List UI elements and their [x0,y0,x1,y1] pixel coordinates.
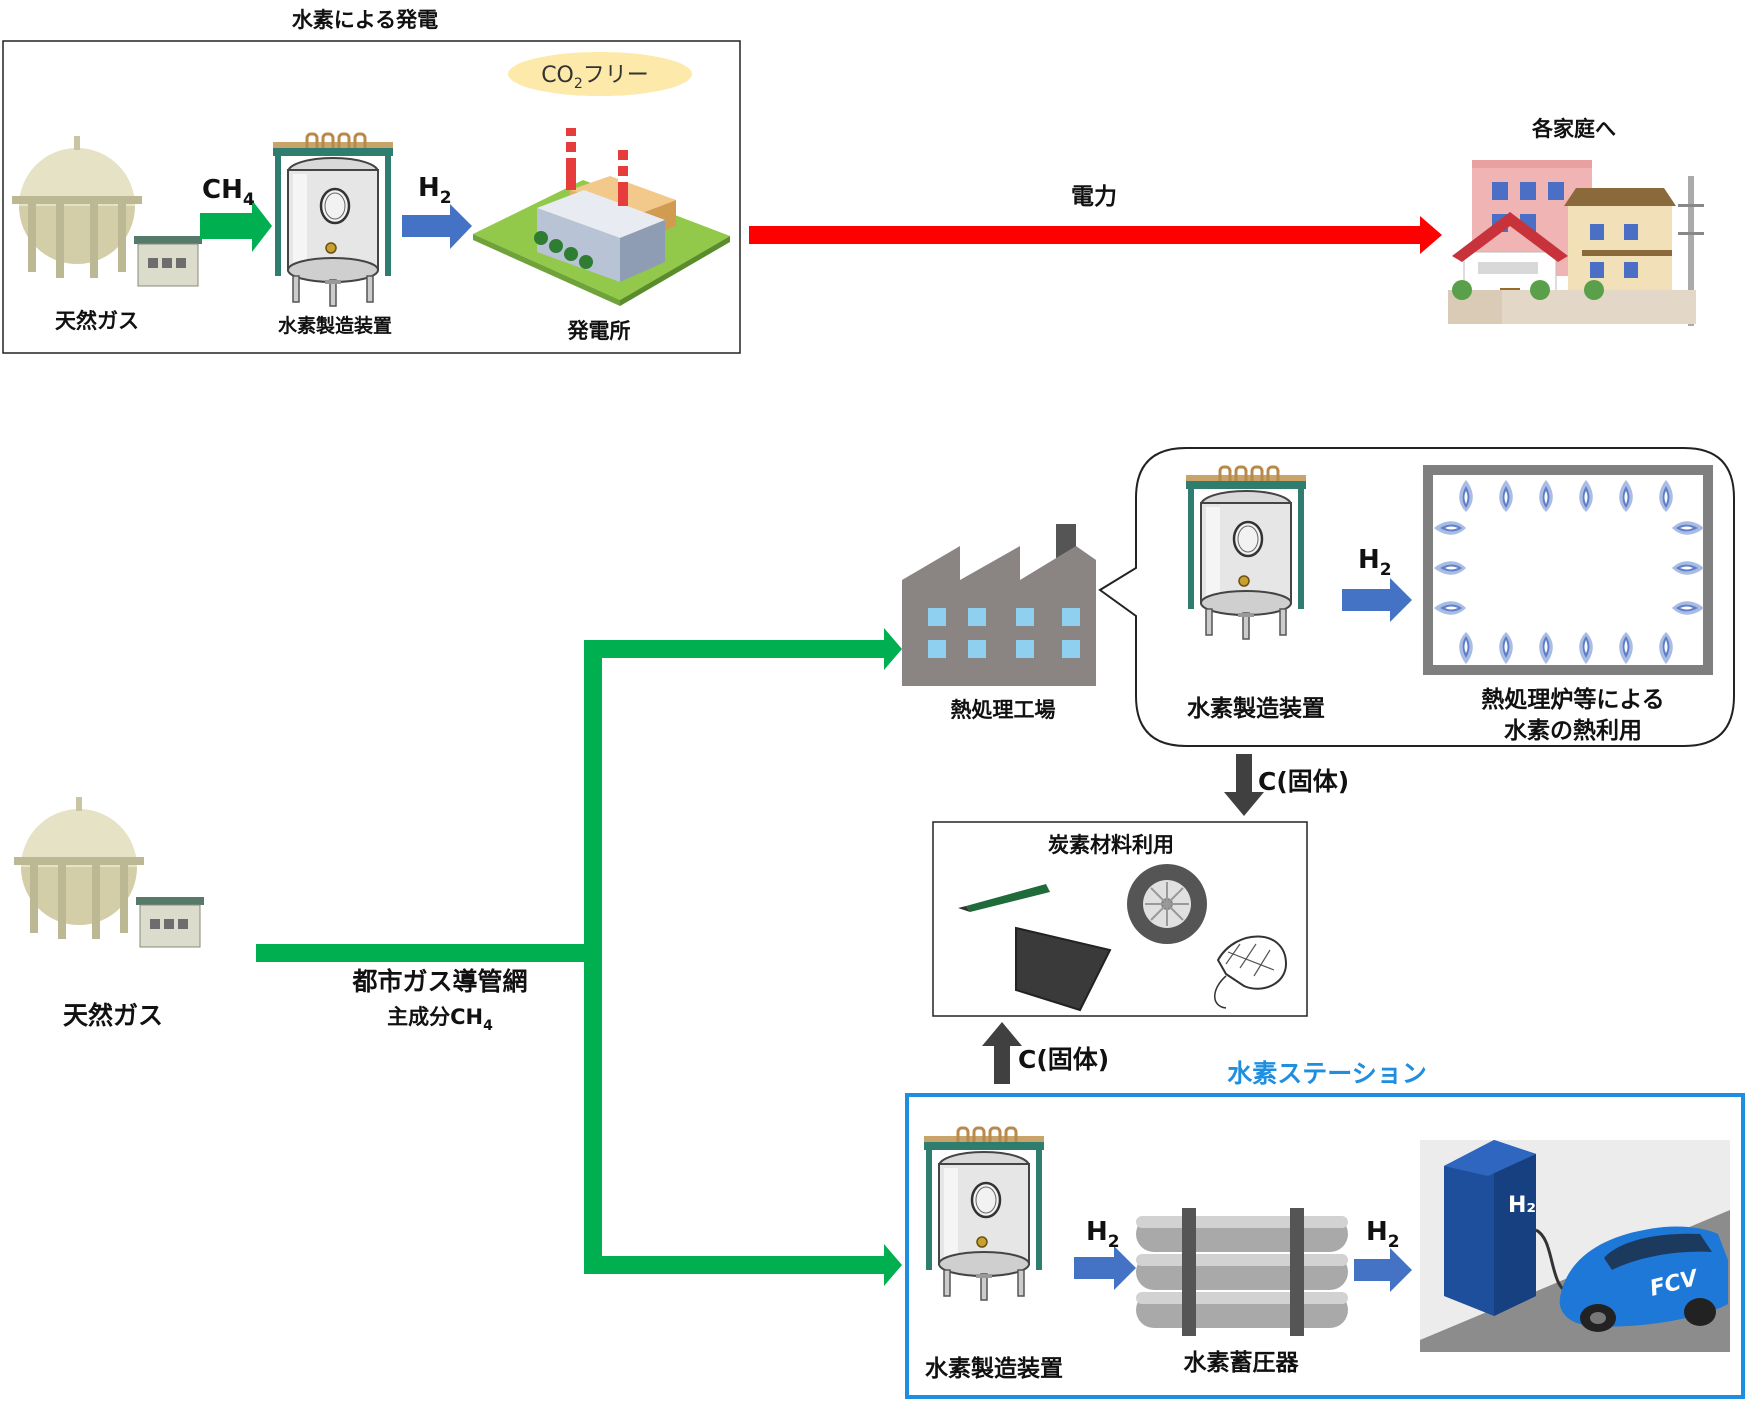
h2-arrow [402,204,472,249]
co2-free-badge: CO2フリー [508,52,692,96]
svg-text:CO2フリー: CO2フリー [541,63,649,92]
homes-label: 各家庭へ [1531,117,1616,141]
top-section-frame [2,40,741,354]
natural-gas-label-bottom: 天然ガス [63,1001,163,1030]
power-arrow [749,216,1442,254]
natural-gas-label: 天然ガス [55,309,139,333]
callout-h2-label: H2 [1358,545,1392,580]
ch4-arrow [200,200,272,252]
carbon-solid-top-label: C(固体) [1258,767,1349,796]
top-section-title: 水素による発電 [292,8,438,32]
reactor-icon [271,132,395,308]
power-plant-icon [473,128,730,306]
station-title: 水素ステーション [1227,1059,1427,1088]
fuel-station-photo: H₂ FCV [1420,1140,1730,1352]
furnace-label-line2: 水素の熱利用 [1504,717,1642,744]
fuel-dispenser-icon: H₂ [1444,1140,1573,1316]
houses-icon [1448,160,1704,326]
power-label: 電力 [1071,184,1117,210]
carbon-sheet-icon [1015,926,1112,1012]
storage-label: 水素蓄圧器 [1184,1349,1300,1376]
callout-h2-arrow [1342,578,1412,622]
station-device-label: 水素製造装置 [925,1355,1063,1382]
pencil-icon [958,884,1050,912]
svg-text:H₂: H₂ [1508,1193,1536,1218]
gas-tank-icon [11,135,203,287]
carbon-arrow-down [1224,754,1264,816]
main-component-label: 主成分CH4 [387,1005,493,1034]
ch4-label: CH4 [202,175,255,210]
reactor-icon-station [922,1126,1046,1302]
station-h2b-arrow [1354,1248,1412,1292]
furnace-label-line1: 熱処理炉等による [1481,686,1664,713]
tire-icon [1127,864,1207,944]
h2-label: H2 [418,173,452,208]
furnace-icon [1423,465,1713,675]
plant-label: 発電所 [567,319,631,343]
device-label: 水素製造装置 [278,314,392,337]
gas-tank-icon-bottom [13,796,205,948]
station-h2-label: H2 [1086,1217,1120,1252]
carbon-arrow-up [982,1022,1022,1084]
station-h2b-label: H2 [1366,1217,1400,1252]
factory-icon [902,524,1096,686]
hydrogen-station-frame [905,1093,1745,1399]
pipeline-arrows [256,628,902,1286]
carbon-box-title: 炭素材料利用 [1048,833,1174,857]
factory-label: 熱処理工場 [951,698,1056,722]
storage-cylinder-icon [1136,1208,1348,1336]
fcv-car-icon: FCV [1559,1226,1728,1332]
nanotube-icon [1214,935,1288,1009]
pipeline-label: 都市ガス導管網 [351,967,527,996]
carbon-solid-bottom-label: C(固体) [1018,1045,1109,1074]
callout-device-label: 水素製造装置 [1187,695,1325,722]
station-h2-arrow [1074,1246,1136,1290]
